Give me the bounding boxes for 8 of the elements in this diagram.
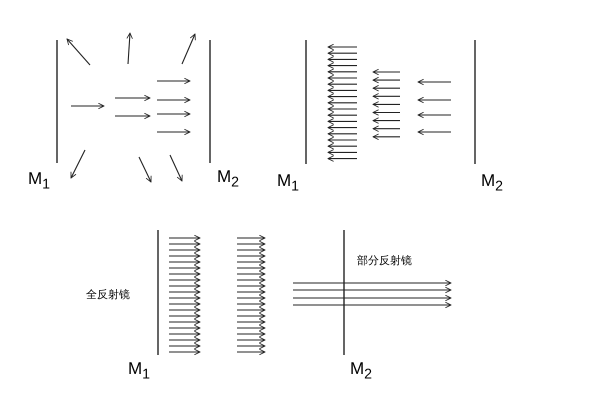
mirror-symbol: M$_{1}$	[28, 170, 50, 192]
mirror-symbol: M$_{1}$	[277, 172, 300, 194]
mirror-symbol: M$_{2}$	[350, 360, 372, 382]
mirror-label: 部分反射镜	[357, 256, 412, 267]
mirror-label: 全反射镜	[86, 290, 130, 301]
mirror-symbol: M$_{2}$	[481, 172, 504, 194]
mirror-symbol: M$_{1}$	[128, 360, 150, 382]
mirror-symbol: M$_{2}$	[217, 168, 240, 190]
